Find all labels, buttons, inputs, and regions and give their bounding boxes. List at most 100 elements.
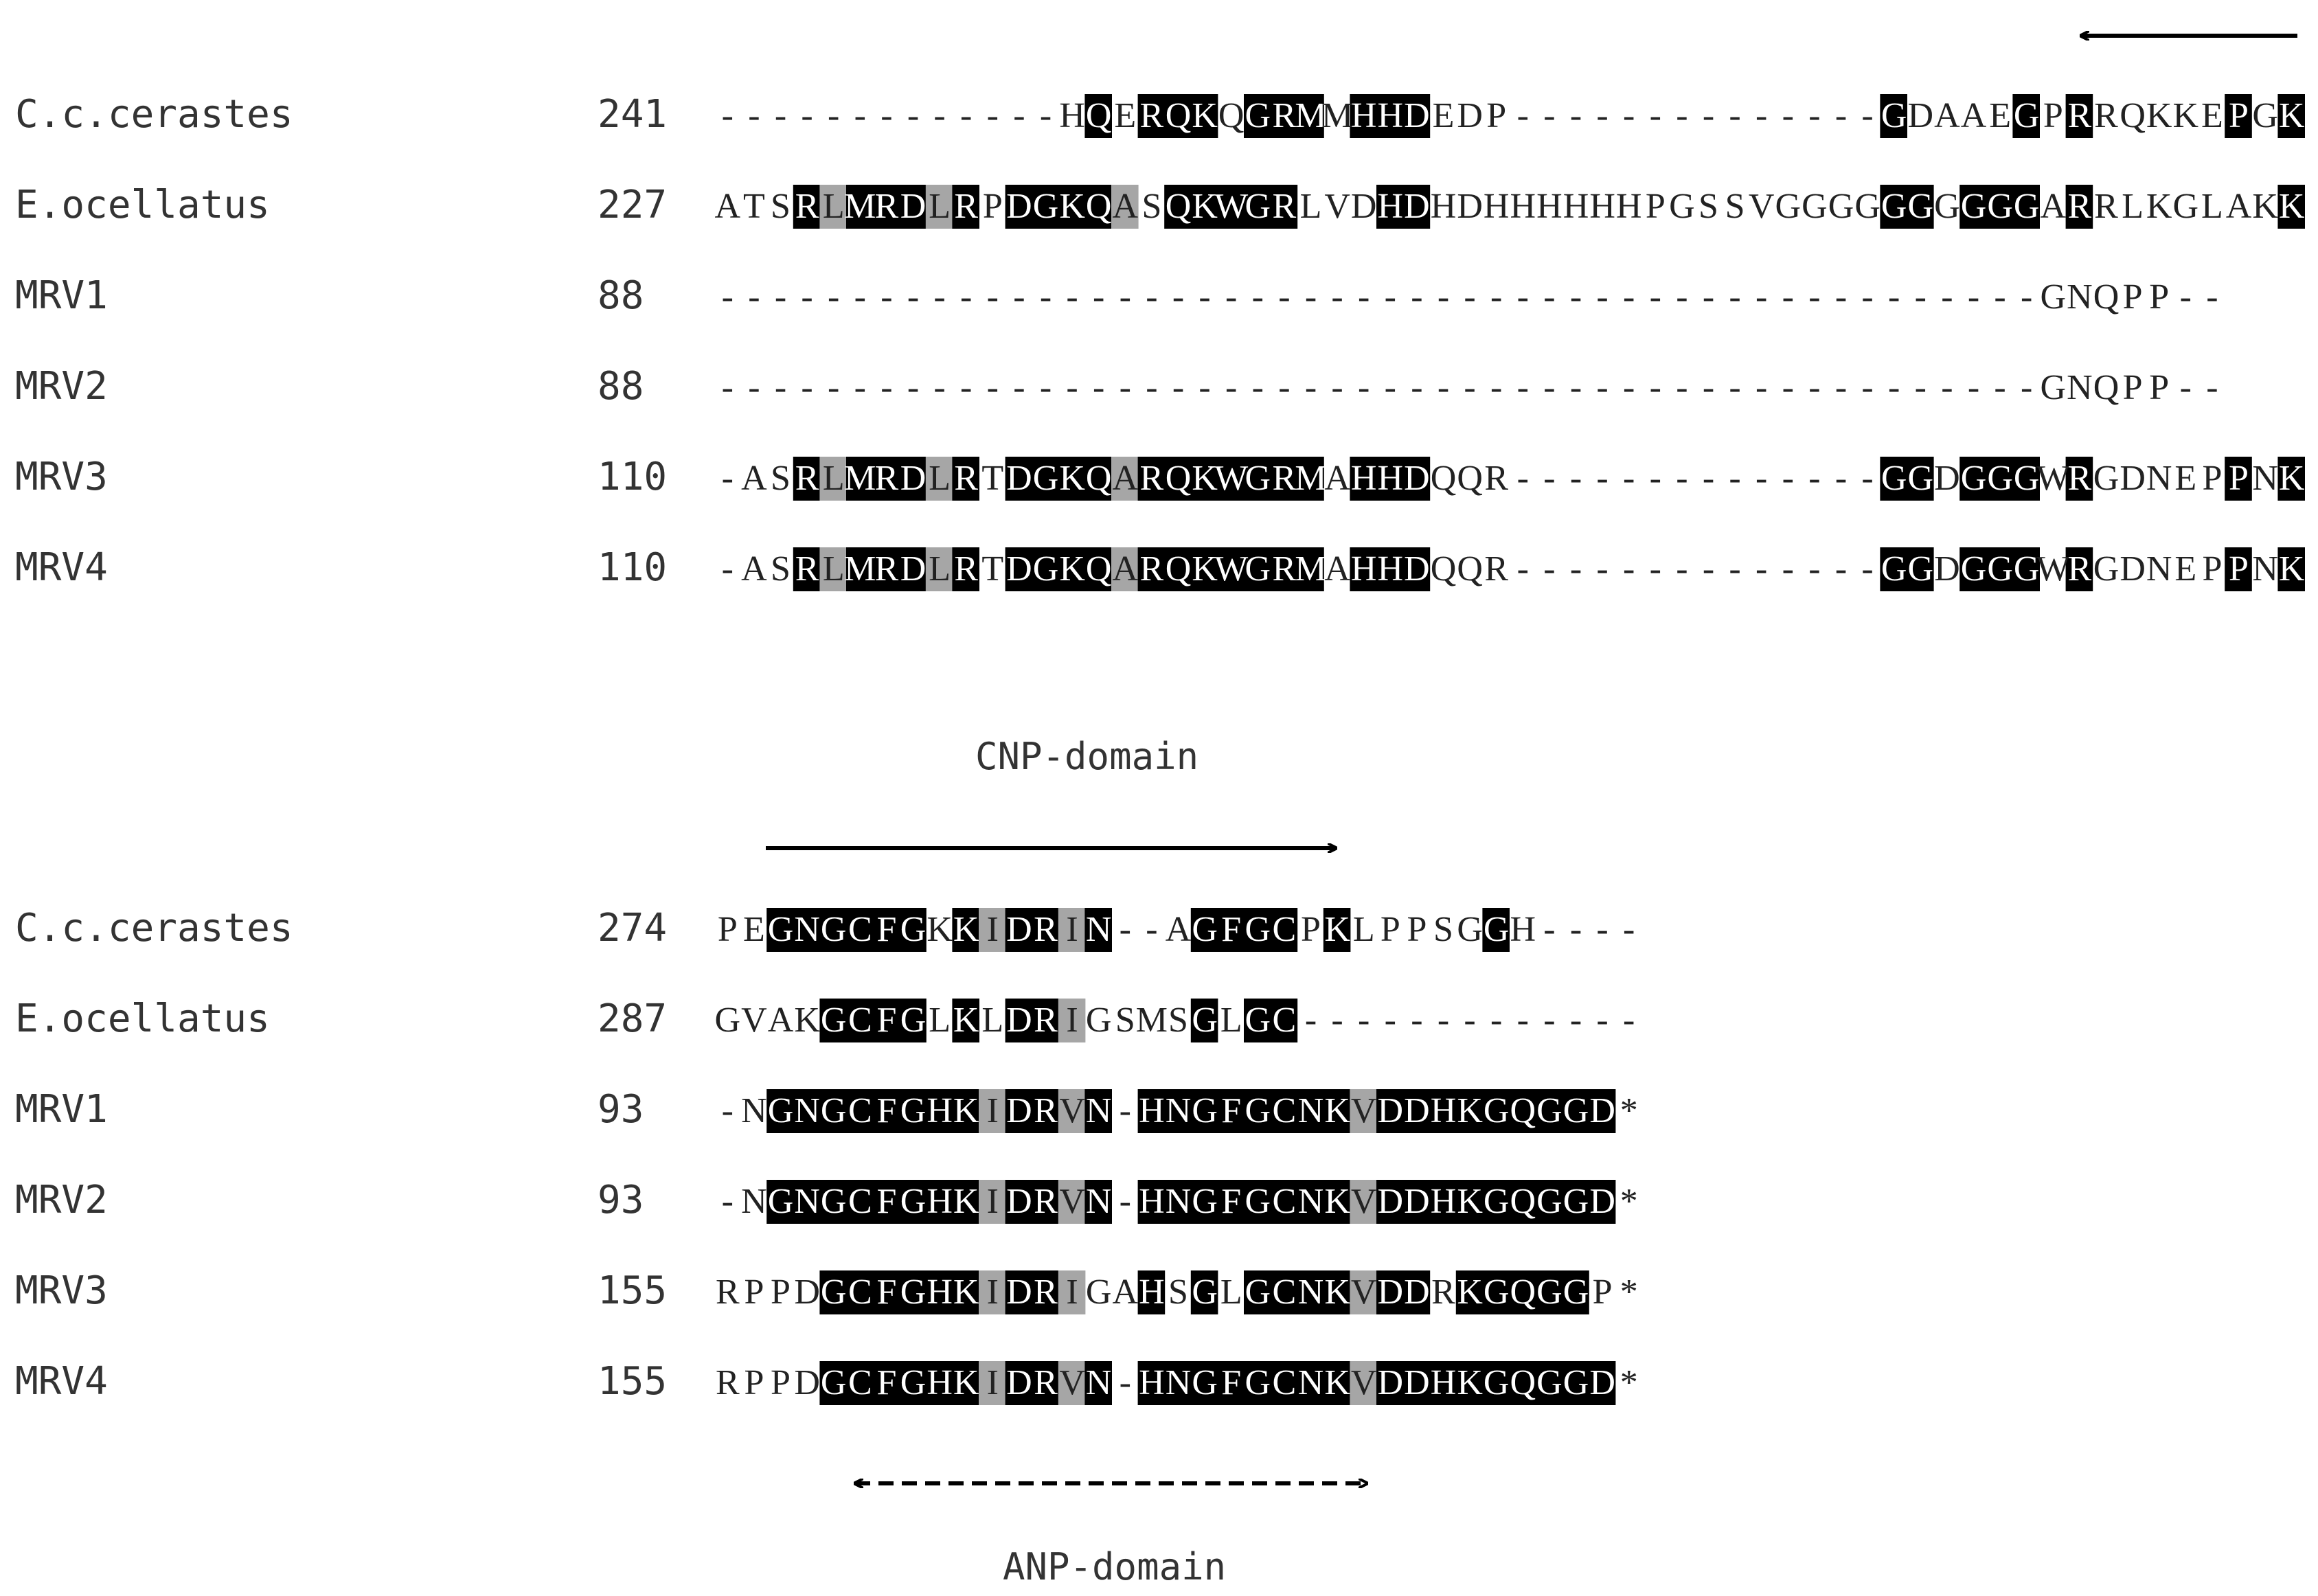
residue: G: [1086, 1001, 1112, 1040]
residue: D: [1378, 1363, 1404, 1402]
residue-shading: [1244, 547, 1271, 591]
residue-shading: [1190, 908, 1218, 952]
residue: -: [801, 368, 813, 407]
residue: G: [2173, 187, 2199, 226]
residue: G: [1563, 1363, 1589, 1402]
residue: -: [854, 368, 866, 407]
residue: -: [1888, 277, 1900, 317]
residue: -: [1782, 549, 1794, 589]
residue: -: [2180, 368, 2192, 407]
residue: R: [875, 187, 899, 226]
residue: L: [1220, 1001, 1242, 1040]
residue: D: [1404, 187, 1430, 226]
residue-shading: [925, 1089, 953, 1133]
residue: K: [1324, 1273, 1350, 1312]
residue: G: [1536, 1363, 1563, 1402]
residue-shading: [1323, 1270, 1351, 1314]
residue-shading: [1588, 1361, 1616, 1405]
residue: G: [1192, 1091, 1218, 1130]
residue: Q: [2093, 368, 2120, 407]
residue: H: [1431, 1182, 1457, 1221]
residue: -: [1596, 549, 1608, 589]
residue: -: [1543, 910, 1555, 949]
residue: L: [823, 549, 845, 589]
sequence-start-position: 93: [598, 1087, 644, 1132]
residue: N: [1298, 1273, 1324, 1312]
cnp-domain-label: CNP-domain: [975, 735, 1198, 778]
residue: Q: [1166, 187, 1192, 226]
residue-shading: [1376, 185, 1404, 229]
residue: K: [1457, 1091, 1483, 1130]
residue-shading: [1005, 547, 1033, 591]
residue: H: [927, 1182, 953, 1221]
residue: S: [1725, 187, 1745, 226]
residue: -: [1013, 277, 1025, 317]
residue: -: [933, 96, 945, 135]
residue-shading: [1032, 1089, 1059, 1133]
residue-shading: [1297, 1361, 1324, 1405]
residue-shading: [1455, 1270, 1484, 1314]
residue: K: [1059, 459, 1085, 498]
residue: -: [1623, 910, 1635, 949]
residue: A: [1113, 459, 1139, 498]
residue: G: [1192, 910, 1218, 949]
residue: -: [1650, 277, 1661, 317]
residue-shading: [1032, 1361, 1059, 1405]
residue-shading: [979, 1270, 1006, 1314]
residue: -: [1968, 368, 1979, 407]
residue-shading: [819, 1270, 847, 1314]
residue-shading: [819, 457, 847, 501]
residue: G: [900, 910, 927, 949]
residue: -: [775, 96, 786, 135]
residue: Q: [1510, 1273, 1536, 1312]
residue: K: [1324, 1182, 1350, 1221]
residue: G: [2014, 549, 2040, 589]
residue: L: [823, 459, 845, 498]
residue-shading: [952, 547, 979, 591]
residue: E: [1433, 96, 1455, 135]
residue-shading: [819, 908, 847, 952]
residue-shading: [1005, 1089, 1033, 1133]
residue: -: [1517, 96, 1529, 135]
residue-shading: [1402, 1270, 1431, 1314]
residue: G: [1484, 1273, 1510, 1312]
residue: R: [2068, 187, 2092, 226]
residue: W: [1214, 187, 1248, 226]
residue: G: [1033, 549, 1059, 589]
residue: N: [1166, 1363, 1192, 1402]
residue: Q: [1431, 459, 1457, 498]
residue: K: [2146, 96, 2172, 135]
residue: *: [1620, 1182, 1638, 1221]
residue-shading: [2277, 457, 2305, 501]
residue: R: [1273, 96, 1297, 135]
residue: R: [2094, 187, 2118, 226]
residue: -: [1861, 277, 1873, 317]
residue: P: [1593, 1273, 1613, 1312]
residue: H: [1616, 187, 1642, 226]
residue: D: [1006, 549, 1032, 589]
residue-shading: [1350, 1180, 1377, 1224]
sequence-name: C.c.cerastes: [15, 906, 293, 950]
residue: D: [1404, 1273, 1430, 1312]
residue: C: [848, 1091, 872, 1130]
residue: -: [1438, 277, 1449, 317]
residue: N: [1086, 1091, 1112, 1130]
residue: -: [1861, 459, 1873, 498]
residue-shading: [1323, 1089, 1351, 1133]
residue: K: [1059, 549, 1085, 589]
residue-shading: [1270, 547, 1298, 591]
residue: D: [2120, 459, 2146, 498]
residue: D: [1006, 1091, 1032, 1130]
residue: -: [1623, 368, 1635, 407]
residue: Q: [1510, 1091, 1536, 1130]
residue-shading: [1270, 908, 1298, 952]
residue: Q: [1086, 96, 1112, 135]
residue: W: [1214, 549, 1248, 589]
residue: D: [1934, 549, 1960, 589]
residue: G: [900, 1001, 927, 1040]
residue-shading: [793, 547, 821, 591]
residue-shading: [1005, 999, 1033, 1042]
residue: K: [927, 910, 953, 949]
